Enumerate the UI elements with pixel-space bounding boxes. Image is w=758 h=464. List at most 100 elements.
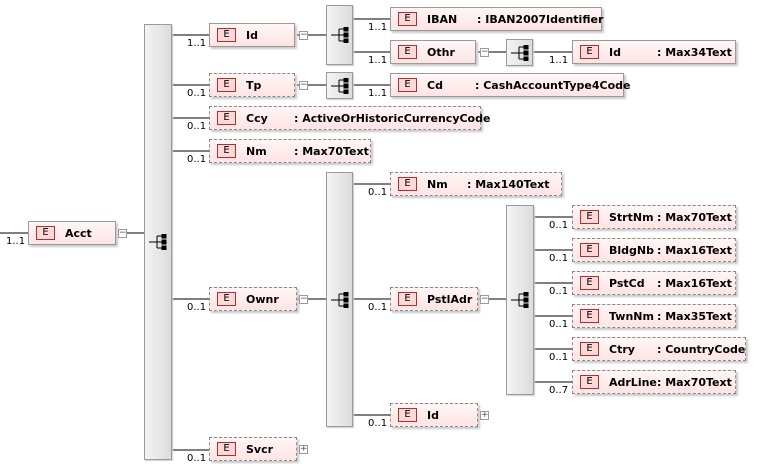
element-ctry[interactable]: E Ctry : CountryCode — [572, 337, 746, 361]
element-acct[interactable]: E Acct — [28, 221, 116, 245]
expand-toggle[interactable]: + — [299, 444, 308, 454]
collapse-toggle[interactable]: − — [480, 294, 489, 304]
sequence-icon — [330, 291, 348, 308]
element-badge: E — [217, 292, 236, 306]
element-name: Ccy — [246, 112, 268, 125]
choice-icon — [330, 27, 348, 43]
cardinality-label: 0..1 — [187, 302, 207, 313]
cardinality-label: 0..1 — [368, 302, 388, 313]
element-type: : Max140Text — [467, 178, 550, 191]
element-name: Tp — [246, 79, 262, 92]
element-badge: E — [398, 292, 417, 306]
cardinality-label: 1..1 — [187, 38, 207, 49]
cardinality-label: 0..1 — [549, 253, 569, 264]
element-ccy[interactable]: E Ccy : ActiveOrHistoricCurrencyCode — [209, 106, 490, 130]
element-badge: E — [398, 45, 417, 59]
cardinality-label: 0..1 — [368, 418, 388, 429]
collapse-toggle[interactable]: − — [299, 294, 308, 304]
sequence-icon — [149, 234, 167, 250]
element-badge: E — [398, 408, 417, 422]
element-pstladr[interactable]: E PstlAdr — [390, 287, 478, 311]
collapse-toggle[interactable]: − — [299, 30, 308, 40]
element-name: StrtNm — [609, 211, 654, 224]
cardinality-label: 0..1 — [549, 220, 569, 231]
element-type: : IBAN2007Identifier — [477, 13, 604, 26]
collapse-toggle[interactable]: − — [480, 47, 489, 57]
element-badge: E — [217, 28, 236, 42]
element-badge: E — [398, 12, 417, 26]
element-ownr-nm[interactable]: E Nm : Max140Text — [390, 172, 562, 196]
element-ownr[interactable]: E Ownr — [209, 287, 297, 311]
element-name: Svcr — [246, 443, 274, 456]
element-name: Ownr — [246, 293, 279, 306]
element-badge: E — [217, 144, 236, 158]
cardinality-label: 0..1 — [549, 286, 569, 297]
sequence-compositor-othr — [506, 39, 533, 66]
element-adrline[interactable]: E AdrLine : Max70Text — [572, 370, 736, 394]
element-name: Ctry — [609, 343, 635, 356]
element-iban[interactable]: E IBAN : IBAN2007Identifier — [390, 7, 604, 31]
element-name: Cd — [427, 79, 443, 92]
element-type: : CountryCode — [657, 343, 746, 356]
element-badge: E — [580, 342, 599, 356]
cardinality-label: 0..1 — [549, 319, 569, 330]
element-badge: E — [217, 442, 236, 456]
element-type: : Max35Text — [657, 310, 732, 323]
cardinality-label: 0..1 — [549, 352, 569, 363]
element-type: : Max16Text — [657, 277, 732, 290]
cardinality-label: 1..1 — [6, 236, 26, 247]
element-badge: E — [398, 177, 417, 191]
cardinality-label: 1..1 — [368, 22, 388, 33]
sequence-compositor-pstladr — [506, 205, 534, 395]
element-tp[interactable]: E Tp — [209, 73, 295, 97]
element-name: PstCd — [609, 277, 645, 290]
element-type: : Max70Text — [657, 211, 732, 224]
element-name: AdrLine — [609, 376, 657, 389]
choice-compositor-id — [326, 5, 353, 65]
collapse-toggle[interactable]: − — [299, 80, 308, 90]
element-type: : Max16Text — [657, 244, 732, 257]
element-name: TwnNm — [609, 310, 654, 323]
cardinality-label: 0..1 — [368, 187, 388, 198]
element-ownr-id[interactable]: E Id — [390, 403, 478, 427]
element-id[interactable]: E Id — [209, 23, 295, 47]
cardinality-label: 0..1 — [187, 88, 207, 99]
element-nm[interactable]: E Nm : Max70Text — [209, 139, 371, 163]
element-badge: E — [217, 111, 236, 125]
element-type: : CashAccountType4Code — [475, 79, 631, 92]
sequence-compositor-acct — [144, 24, 172, 460]
element-name: Id — [427, 409, 439, 422]
sequence-compositor-tp — [326, 72, 353, 99]
element-cd[interactable]: E Cd : CashAccountType4Code — [390, 73, 630, 97]
element-name: PstlAdr — [427, 293, 473, 306]
element-name: Id — [609, 46, 621, 59]
element-type: : ActiveOrHistoricCurrencyCode — [294, 112, 491, 125]
element-twnnm[interactable]: E TwnNm : Max35Text — [572, 304, 736, 328]
element-badge: E — [580, 309, 599, 323]
element-pstcd[interactable]: E PstCd : Max16Text — [572, 271, 736, 295]
expand-toggle[interactable]: + — [480, 410, 489, 420]
element-bldgnb[interactable]: E BldgNb : Max16Text — [572, 238, 736, 262]
cardinality-label: 1..1 — [549, 55, 569, 66]
element-badge: E — [580, 45, 599, 59]
element-name: Nm — [246, 145, 267, 158]
collapse-toggle[interactable]: − — [118, 228, 127, 238]
sequence-icon — [330, 77, 348, 94]
element-type: : Max70Text — [294, 145, 369, 158]
sequence-icon — [510, 44, 528, 61]
element-othr[interactable]: E Othr — [390, 40, 476, 64]
element-othr-id[interactable]: E Id : Max34Text — [572, 40, 736, 64]
cardinality-label: 0..1 — [187, 154, 207, 165]
element-badge: E — [580, 243, 599, 257]
sequence-compositor-ownr — [326, 172, 353, 427]
element-name: IBAN — [427, 13, 458, 26]
element-name: Acct — [65, 227, 92, 240]
element-name: BldgNb — [609, 244, 654, 257]
element-badge: E — [580, 210, 599, 224]
element-name: Nm — [427, 178, 448, 191]
element-type: : Max70Text — [657, 376, 732, 389]
cardinality-label: 1..1 — [368, 55, 388, 66]
element-strtnm[interactable]: E StrtNm : Max70Text — [572, 205, 736, 229]
element-svcr[interactable]: E Svcr — [209, 437, 297, 461]
